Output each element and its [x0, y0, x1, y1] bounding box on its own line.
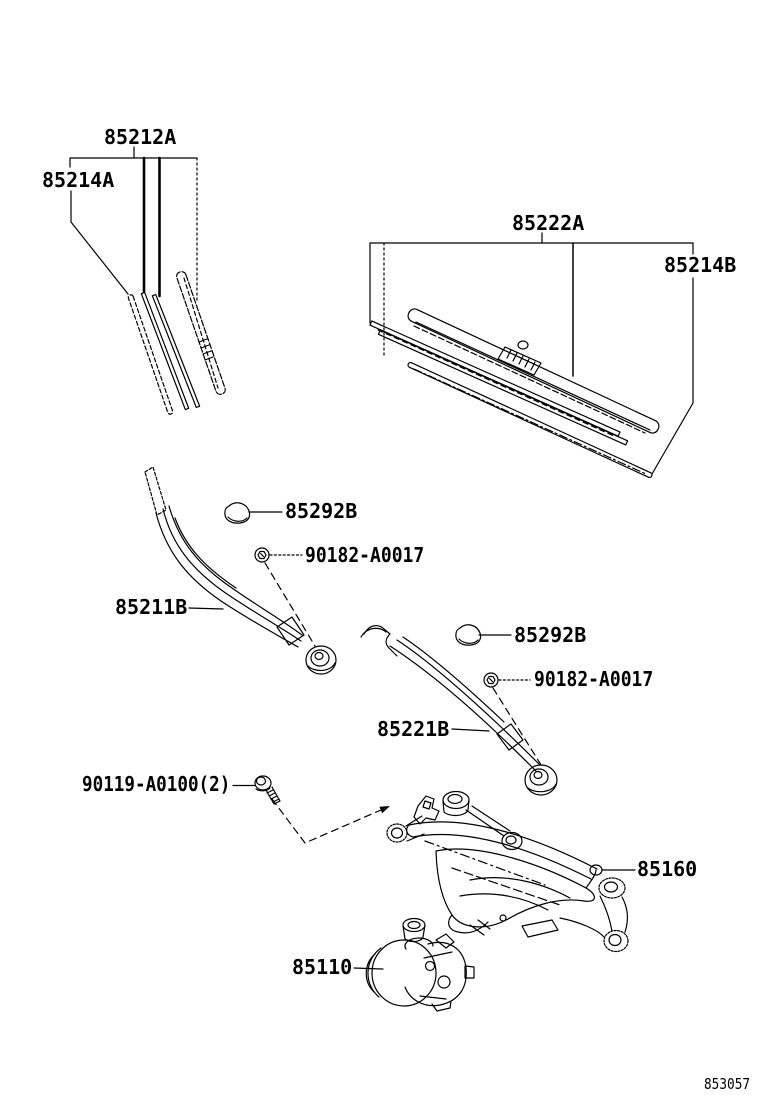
wiper-link-drawing [386, 790, 636, 953]
part-label-85222a: 85222A [512, 211, 585, 235]
part-label-90119-a0100: 90119-A0100(2) [82, 772, 231, 796]
part-label-85212a: 85212A [104, 125, 177, 149]
part-label-85110: 85110 [292, 955, 353, 979]
part-label-85292b-right: 85292B [514, 623, 587, 647]
part-label-90182-a0017-right: 90182-A0017 [534, 667, 654, 691]
wiper-blade-left-drawing [69, 146, 226, 415]
pivot-nut-right-drawing [483, 672, 544, 769]
part-label-85214a: 85214A [42, 168, 115, 192]
wiper-blade-right-drawing [369, 232, 694, 479]
part-label-85221b: 85221B [377, 717, 450, 741]
mount-bolt-drawing [232, 775, 390, 844]
part-label-85292b-left: 85292B [285, 499, 358, 523]
pivot-cap-right-drawing [455, 624, 512, 646]
wiper-motor-drawing [353, 917, 475, 1012]
part-label-90182-a0017-left: 90182-A0017 [305, 543, 425, 567]
part-label-85160: 85160 [637, 857, 698, 881]
part-label-85214b: 85214B [664, 253, 737, 277]
wiper-arm-left-drawing [144, 466, 337, 675]
pivot-nut-left-drawing [254, 547, 316, 647]
part-label-85211b: 85211B [115, 595, 188, 619]
wiper-arm-right-drawing [360, 624, 558, 796]
diagram-code: 853057 [704, 1075, 751, 1093]
pivot-cap-left-drawing [224, 502, 283, 524]
